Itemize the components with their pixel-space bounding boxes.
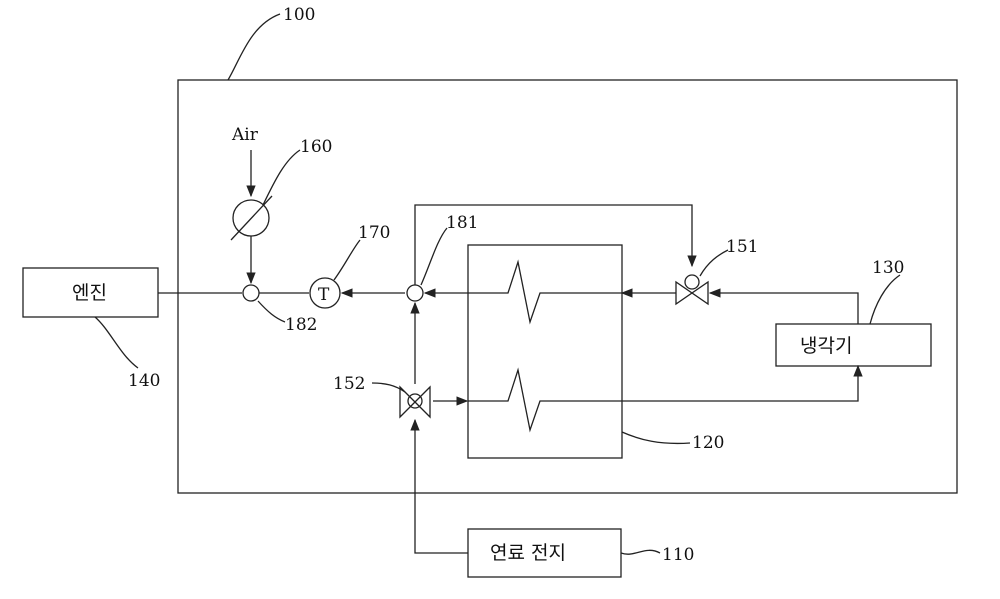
label-170: 170	[358, 223, 390, 243]
system-boundary	[177, 79, 958, 494]
junction-181-icon	[406, 284, 424, 302]
valve-152-icon	[399, 385, 431, 419]
fuel-cell-label: 연료 전지	[490, 542, 566, 564]
leader-170	[333, 239, 361, 281]
hx-lower-path	[468, 364, 863, 433]
label-100: 100	[283, 5, 315, 25]
bypass-line	[414, 204, 697, 285]
temp-sensor-icon	[309, 277, 341, 309]
leader-130	[869, 274, 901, 325]
cooler-box	[775, 323, 932, 367]
leader-181	[420, 227, 448, 286]
label-182: 182	[285, 315, 317, 335]
junction-182-icon	[242, 284, 260, 302]
temp-sensor-symbol: T	[318, 285, 330, 305]
cooler-label: 냉각기	[800, 335, 852, 357]
valve-151-center	[684, 274, 700, 290]
line-cooler-valve151	[708, 288, 859, 324]
label-160: 160	[300, 137, 332, 157]
line-fuelcell-valve152	[410, 418, 468, 554]
label-140: 140	[128, 371, 160, 391]
label-130: 130	[872, 258, 904, 278]
leader-152	[371, 382, 406, 393]
valve-151-icon	[675, 280, 709, 306]
hx-upper-path	[423, 259, 622, 325]
leader-140	[94, 316, 139, 369]
label-181: 181	[446, 213, 478, 233]
engine-label: 엔진	[72, 282, 107, 304]
leader-182	[257, 300, 286, 323]
air-label: Air	[231, 125, 259, 145]
leader-110	[620, 549, 661, 555]
leader-120	[621, 431, 691, 445]
valve-152-center	[407, 393, 423, 409]
heat-exchanger-box	[467, 244, 623, 459]
leader-100	[227, 13, 281, 81]
leader-160	[262, 149, 301, 206]
blower-slash	[230, 195, 273, 241]
label-120: 120	[692, 433, 724, 453]
label-151: 151	[726, 237, 758, 257]
leader-151	[699, 249, 729, 277]
label-152: 152	[333, 374, 365, 394]
label-110: 110	[662, 545, 694, 565]
